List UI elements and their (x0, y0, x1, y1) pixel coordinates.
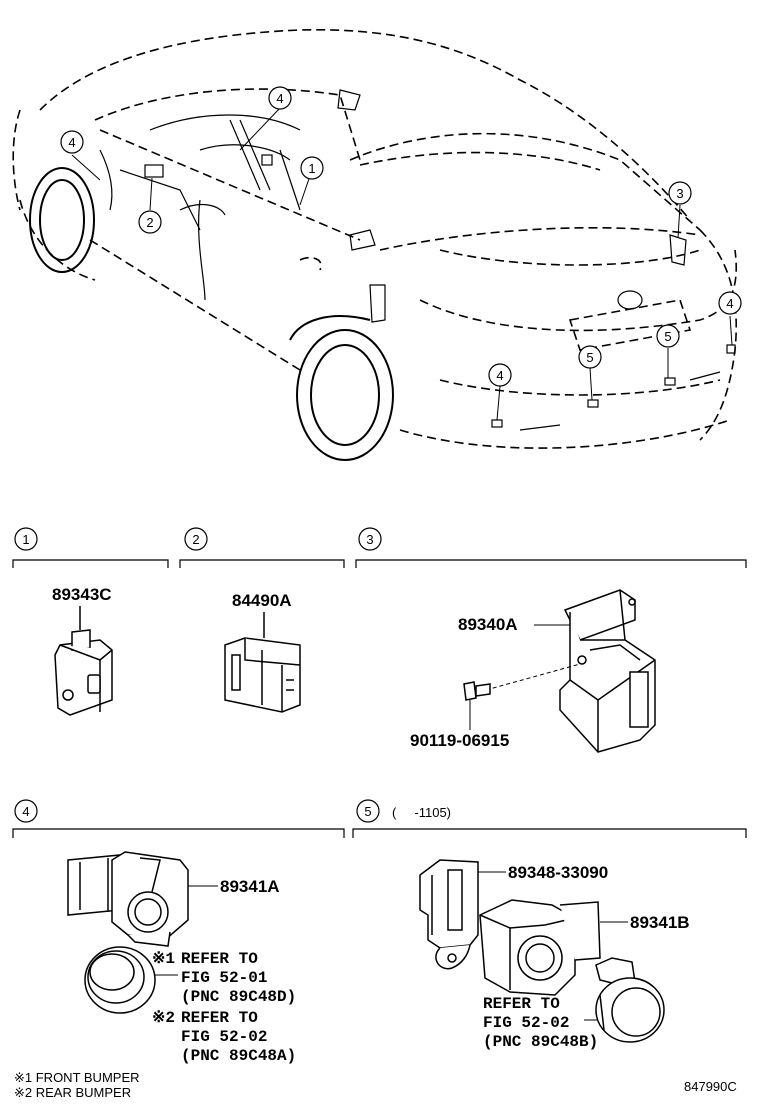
svg-text:1: 1 (308, 161, 315, 176)
section-4-header: 4 (12, 799, 345, 838)
callout-2-marker: 2 (138, 210, 162, 234)
footnote-front-bumper: ※1 FRONT BUMPER (14, 1070, 140, 1085)
illustration-code: 847990C (684, 1079, 737, 1094)
section-3-header: 3 (355, 527, 747, 568)
section-5-header: 5 ( -1105) (352, 799, 747, 838)
svg-text:FIG 52-02: FIG 52-02 (483, 1014, 569, 1032)
section-2-header: 2 (179, 527, 345, 568)
svg-text:REFER TO: REFER TO (181, 950, 258, 968)
part-number-89341B: 89341B (630, 913, 690, 932)
svg-text:5: 5 (664, 329, 671, 344)
sensor-cap-drawing (84, 946, 178, 1014)
svg-text:5: 5 (364, 804, 371, 819)
callout-4-marker-front: 4 (60, 130, 84, 154)
part-89343C-drawing (54, 606, 113, 716)
svg-text:REFER TO: REFER TO (483, 995, 560, 1013)
callout-4-marker-rear-right: 4 (718, 291, 742, 315)
svg-text:1: 1 (22, 532, 29, 547)
callout-4-marker-top: 4 (268, 86, 292, 110)
part-89340A-drawing (559, 589, 656, 753)
interior-sketch (99, 89, 736, 431)
svg-text:(PNC 89C48A): (PNC 89C48A) (181, 1047, 296, 1065)
svg-text:4: 4 (22, 804, 29, 819)
callout-leaders (71, 107, 733, 421)
part-number-90119-06915: 90119-06915 (410, 731, 509, 750)
footnote-rear-bumper: ※2 REAR BUMPER (14, 1085, 131, 1100)
callout-4-marker-rear-left: 4 (488, 363, 512, 387)
callout-5-marker-left: 5 (578, 345, 602, 369)
svg-text:※1: ※1 (152, 950, 175, 968)
svg-text:※2: ※2 (152, 1009, 175, 1027)
svg-text:4: 4 (276, 91, 283, 106)
svg-text:4: 4 (496, 368, 503, 383)
part-number-84490A: 84490A (232, 591, 292, 610)
note-front-bumper-ref: ※1 REFER TO FIG 52-01 (PNC 89C48D) (152, 950, 296, 1006)
bolt-90119-06915 (463, 663, 581, 730)
svg-text:3: 3 (366, 532, 373, 547)
svg-text:REFER TO: REFER TO (181, 1009, 258, 1027)
svg-text:3: 3 (676, 186, 683, 201)
car-callouts: 1 2 3 4 4 4 4 5 5 (60, 86, 742, 387)
wheels (29, 167, 394, 461)
part-number-89340A: 89340A (458, 615, 518, 634)
part-number-89343C: 89343C (52, 585, 112, 604)
note-rear-bumper-ref: ※2 REFER TO FIG 52-02 (PNC 89C48A) (152, 1009, 296, 1065)
svg-text:5: 5 (586, 350, 593, 365)
part-number-89341A: 89341A (220, 877, 280, 896)
callout-1-marker: 1 (300, 156, 324, 180)
part-89348-33090-drawing (419, 859, 479, 970)
car-illustration (12, 28, 738, 449)
part-89341B-drawing (479, 899, 601, 996)
part-84490A-drawing (224, 612, 301, 713)
svg-text:FIG 52-01: FIG 52-01 (181, 969, 267, 987)
rear-sensor-cap-drawing (584, 957, 665, 1043)
part-89341A-drawing (67, 851, 189, 947)
svg-text:4: 4 (68, 135, 75, 150)
svg-text:2: 2 (146, 215, 153, 230)
svg-text:4: 4 (726, 296, 733, 311)
callout-5-marker-right: 5 (656, 324, 680, 348)
callout-3-marker: 3 (668, 181, 692, 205)
section-5-qualifier: ( -1105) (392, 805, 451, 820)
svg-text:(PNC 89C48B): (PNC 89C48B) (483, 1033, 598, 1051)
section-1-header: 1 (12, 527, 169, 568)
part-number-89348-33090: 89348-33090 (508, 863, 608, 882)
svg-text:2: 2 (192, 532, 199, 547)
note-section-5-ref: REFER TO FIG 52-02 (PNC 89C48B) (483, 995, 598, 1051)
svg-text:FIG 52-02: FIG 52-02 (181, 1028, 267, 1046)
svg-text:(PNC 89C48D): (PNC 89C48D) (181, 988, 296, 1006)
